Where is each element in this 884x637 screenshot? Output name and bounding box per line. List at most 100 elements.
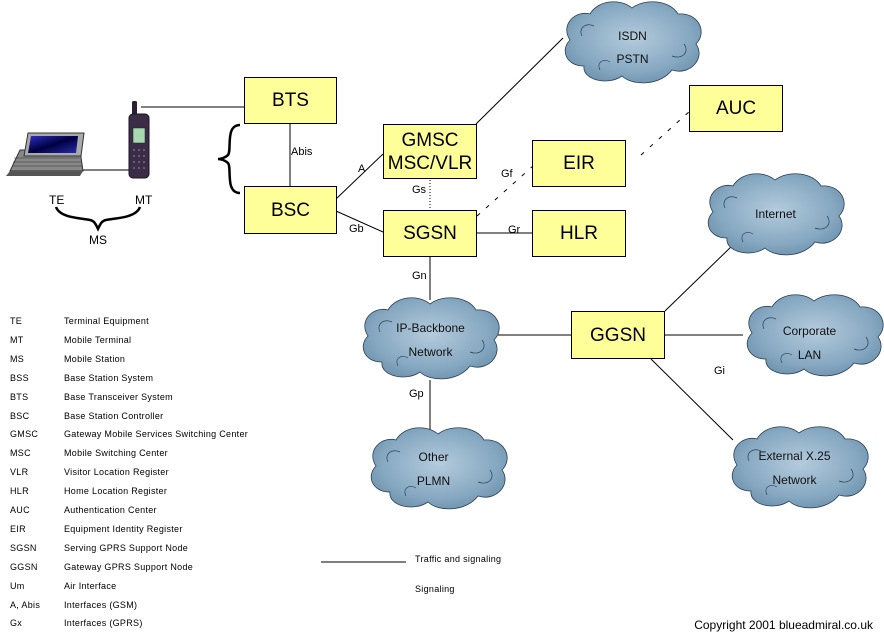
node-label: HLR (559, 223, 598, 244)
node-bsc[interactable]: BSC (244, 186, 337, 234)
cloud-label-line2: Network (408, 345, 453, 359)
interface-label-gn: Gn (412, 270, 427, 282)
node-gmsc-msc-vlr[interactable]: GMSC MSC/VLR (383, 124, 477, 179)
link-gmsc-isdn (475, 37, 564, 125)
cloud-icon (362, 297, 500, 380)
interface-label-a: A (358, 163, 366, 175)
label-te: TE (49, 193, 65, 207)
cloud-ip-backbone: IP-Backbone Network (358, 296, 503, 381)
label-ms: MS (89, 233, 107, 247)
node-ggsn[interactable]: GGSN (571, 311, 665, 359)
cloud-label-line1: Other (418, 450, 449, 464)
interface-label-abis: Abis (291, 146, 313, 158)
cloud-label-line1: External X.25 (758, 449, 831, 463)
node-label: GGSN (590, 324, 646, 346)
laptop-icon (6, 132, 85, 176)
label-mt: MT (135, 193, 153, 207)
glossary-abbr: BSS (10, 372, 29, 383)
interface-label-gr: Gr (508, 224, 521, 236)
node-label: EIR (563, 153, 595, 174)
copyright-text: Copyright 2001 blueadmiral.co.uk (694, 618, 873, 632)
node-label-line1: GMSC (401, 129, 459, 151)
cloud-label-line1: IP-Backbone (396, 321, 465, 335)
node-label: SGSN (403, 223, 457, 244)
cloud-label-line1: Internet (755, 207, 796, 221)
node-hlr[interactable]: HLR (532, 210, 626, 257)
link-eir-auc-signaling (640, 110, 691, 156)
glossary-abbr: Um (10, 580, 25, 591)
glossary-definition: Air Interface (64, 580, 117, 591)
node-label: BTS (272, 90, 309, 111)
glossary-abbr: MSC (10, 448, 31, 459)
node-label: AUC (715, 98, 757, 119)
glossary-abbr: GGSN (10, 561, 38, 572)
glossary-abbr: TE (10, 316, 23, 326)
glossary-abbr: SGSN (10, 542, 37, 553)
glossary-definition: Interfaces (GSM) (64, 599, 138, 610)
glossary-abbr: MT (10, 334, 24, 345)
glossary-definition: Gateway GPRS Support Node (64, 561, 194, 572)
glossary-definition: Authentication Center (64, 505, 157, 515)
node-bts[interactable]: BTS (244, 77, 337, 124)
glossary-definition: Mobile Switching Center (64, 448, 168, 459)
cloud-internet: Internet (703, 172, 848, 257)
cloud-icon (370, 427, 508, 510)
glossary-abbr: VLR (10, 467, 29, 478)
node-auc[interactable]: AUC (689, 85, 783, 132)
cloud-other-plmn: Other PLMN (366, 426, 511, 511)
glossary-abbr: GMSC (10, 429, 39, 440)
glossary-abbr: MS (10, 353, 25, 364)
glossary-abbr: A, Abis (10, 599, 41, 610)
legend-solid-label: Traffic and signaling (415, 554, 502, 564)
interface-label-gb: Gb (349, 223, 364, 235)
glossary-definition: Terminal Equipment (64, 316, 149, 326)
glossary-abbr: HLR (10, 486, 29, 497)
cloud-corporate-lan: Corporate LAN (742, 293, 884, 378)
cloud-isdn-pstn: ISDN PSTN (560, 0, 705, 85)
glossary-definition: Home Location Register (64, 486, 168, 497)
cloud-label-line2: PLMN (416, 474, 451, 488)
glossary-abbr: EIR (10, 523, 26, 534)
interface-label-gi: Gi (714, 365, 725, 377)
glossary-definition: Base Transceiver System (64, 391, 173, 402)
glossary-definition: Mobile Station (64, 353, 126, 364)
glossary-definition: Serving GPRS Support Node (64, 542, 189, 553)
interface-label-gp: Gp (409, 388, 424, 400)
glossary-definition: Equipment Identity Register (64, 523, 183, 534)
node-sgsn[interactable]: SGSN (383, 210, 477, 257)
link-bsc-sgsn (335, 210, 384, 233)
glossary-definition: Interfaces (GPRS) (64, 618, 143, 629)
glossary-definition: Gateway Mobile Services Switching Center (64, 429, 249, 440)
interface-label-gf: Gf (501, 168, 513, 180)
link-sgsn-eir-signaling (476, 165, 534, 217)
glossary-definition: Mobile Terminal (64, 334, 132, 345)
bss-brace (217, 123, 241, 195)
ms-brace (54, 206, 142, 232)
node-label: BSC (270, 199, 311, 221)
cloud-icon (746, 294, 884, 377)
cloud-label-line1: Corporate (782, 324, 837, 338)
cloud-icon (707, 173, 845, 256)
cloud-label-line1: ISDN (618, 29, 647, 43)
cloud-external-x25: External X.25 Network (727, 425, 872, 510)
glossary-abbr: BSC (10, 410, 30, 421)
legend-dotted-label: Signaling (415, 584, 455, 594)
glossary-abbr: AUC (10, 505, 30, 515)
interface-label-gs: Gs (412, 184, 427, 196)
glossary-abbr: Gx (10, 618, 23, 629)
cloud-label-line2: LAN (797, 348, 822, 362)
cloud-label-line2: Network (772, 473, 817, 487)
node-label-line2: MSC/VLR (387, 152, 473, 174)
cloud-icon (564, 1, 702, 84)
glossary-definition: Base Station System (64, 372, 154, 383)
glossary-definition: Base Station Controller (64, 410, 164, 421)
cloud-label-line2: PSTN (616, 52, 649, 66)
node-eir[interactable]: EIR (532, 140, 626, 187)
link-bsc-gmsc (335, 153, 384, 200)
link-ggsn-x25 (650, 358, 734, 441)
mobile-phone-icon (128, 101, 150, 179)
glossary-definition: Visitor Location Register (64, 467, 169, 478)
link-ggsn-internet (664, 242, 736, 312)
